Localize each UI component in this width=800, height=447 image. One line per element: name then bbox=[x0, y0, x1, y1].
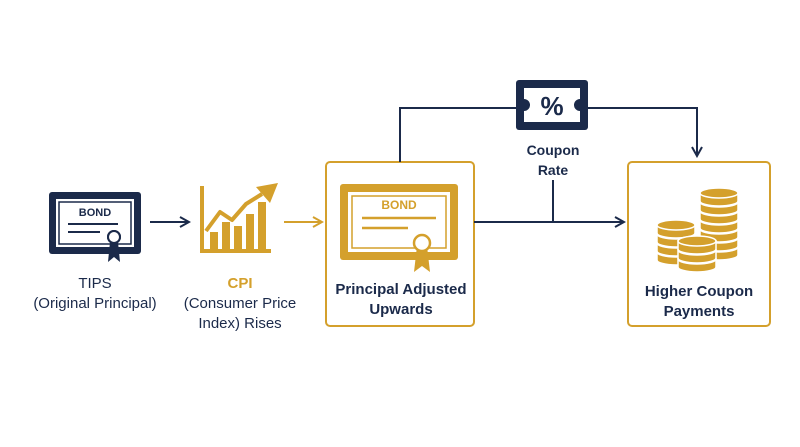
coupon-rate-label: Coupon Rate bbox=[503, 140, 603, 180]
percent-symbol-icon: % bbox=[540, 91, 563, 121]
principal-label: Principal Adjusted Upwards bbox=[326, 280, 476, 320]
coin-top bbox=[656, 219, 696, 231]
cpi-title: CPI bbox=[227, 275, 253, 292]
cpi-line2: (Consumer Price bbox=[183, 295, 297, 312]
coupon-rate-line1: Coupon bbox=[526, 142, 580, 158]
payments-line1: Higher Coupon bbox=[644, 283, 754, 300]
coin-top bbox=[677, 235, 717, 247]
coin-stacks-icon bbox=[656, 187, 739, 273]
coin-top bbox=[699, 187, 739, 199]
tips-title: TIPS bbox=[78, 275, 112, 292]
arrow-coupon-rate-to-payments bbox=[588, 107, 697, 156]
principal-bond-icon: BOND bbox=[340, 184, 458, 272]
tips-bond-badge: BOND bbox=[79, 207, 111, 219]
cpi-chart-icon bbox=[200, 183, 278, 253]
tips-bond-icon: BOND bbox=[49, 192, 141, 262]
tips-label: TIPS (Original Principal) bbox=[20, 274, 170, 314]
coupon-rate-line2: Rate bbox=[537, 162, 569, 178]
payments-line2: Payments bbox=[663, 303, 735, 320]
connector-principal-to-coupon-rate bbox=[399, 107, 516, 162]
coupon-rate-ticket-icon: % bbox=[516, 80, 588, 130]
principal-line2: Upwards bbox=[369, 301, 433, 318]
tips-subtitle: (Original Principal) bbox=[33, 295, 157, 312]
cpi-line3: Index) Rises bbox=[198, 315, 282, 332]
principal-line1: Principal Adjusted bbox=[335, 281, 467, 298]
payments-label: Higher Coupon Payments bbox=[628, 282, 770, 322]
cpi-label: CPI (Consumer Price Index) Rises bbox=[170, 274, 310, 334]
principal-bond-badge: BOND bbox=[381, 198, 417, 212]
